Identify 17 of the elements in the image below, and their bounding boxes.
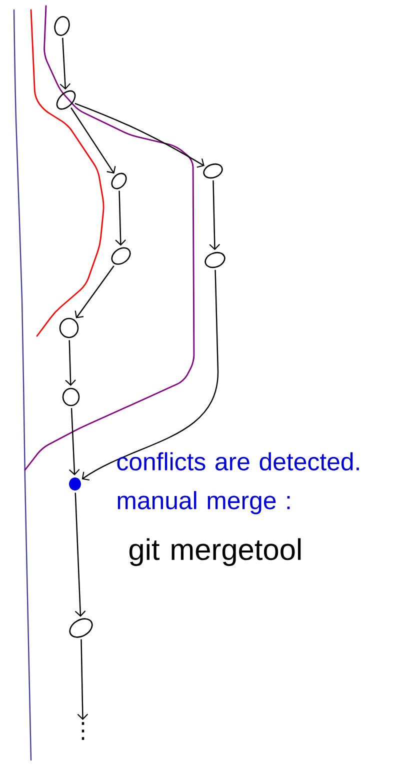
arrow (115, 190, 126, 246)
arrow (82, 270, 219, 481)
arrow (70, 107, 116, 174)
arrow (68, 408, 80, 476)
dot (69, 478, 81, 490)
arrow (65, 340, 76, 386)
arrow (60, 38, 71, 90)
arrow (74, 492, 86, 617)
arrow (209, 180, 220, 250)
circle-node (59, 318, 79, 338)
annotation-text: conflicts are detected. manual merge : (117, 452, 359, 514)
arrow (74, 102, 204, 168)
command-text: git mergetool (129, 538, 301, 566)
arrow (77, 639, 88, 720)
ellipsis-dots: ⋮ (82, 722, 84, 740)
arrow (74, 266, 114, 318)
circle-node (62, 388, 80, 406)
